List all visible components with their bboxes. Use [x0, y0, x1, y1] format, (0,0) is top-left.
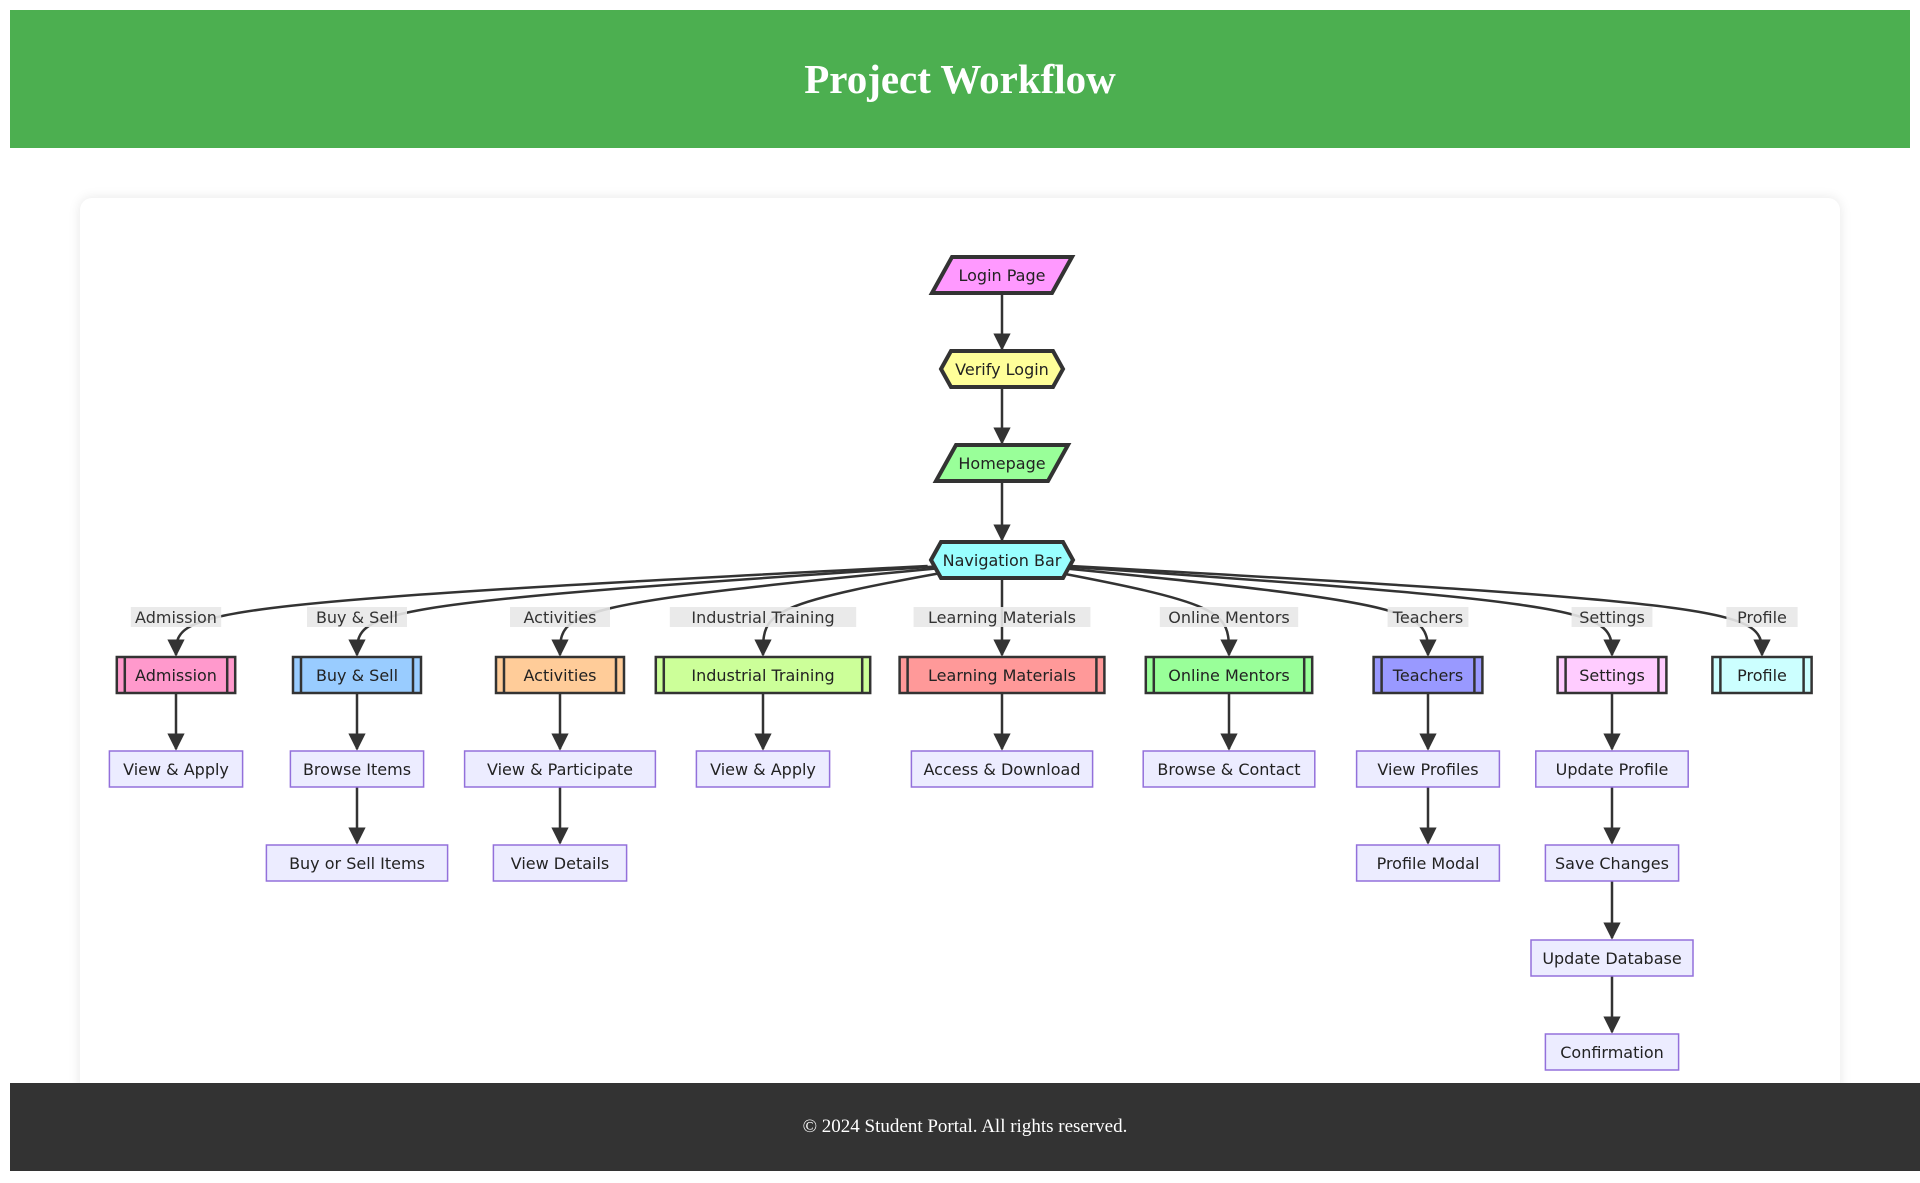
- step-node-buy-or-sell-items-label: Buy or Sell Items: [289, 854, 425, 873]
- edge-label-industrial-training-text: Industrial Training: [691, 608, 834, 627]
- section-node-buy-and-sell: Buy & Sell: [291, 655, 423, 695]
- section-node-online-mentors-label: Online Mentors: [1168, 666, 1289, 685]
- node-login-page: Login Page: [928, 255, 1076, 295]
- edge-nav-to-buy-and-sell: [348, 564, 945, 657]
- section-node-industrial-training: Industrial Training: [654, 655, 872, 695]
- edge-label-settings-text: Settings: [1579, 608, 1645, 627]
- edge-nav-to-activities: [551, 564, 963, 657]
- node-login-page-shape: [928, 255, 1076, 295]
- edge-label-admission-text: Admission: [135, 608, 217, 627]
- step-node-confirmation: Confirmation: [1544, 1033, 1680, 1071]
- edge-label-buy-and-sell: Buy & Sell: [307, 607, 407, 627]
- footer-text: © 2024 Student Portal. All rights reserv…: [802, 1116, 1128, 1137]
- edge-label-online-mentors: Online Mentors: [1159, 607, 1299, 627]
- step-node-browse-and-contact: Browse & Contact: [1142, 750, 1316, 788]
- edge-label-teachers-text: Teachers: [1392, 608, 1463, 627]
- step-node-confirmation-label: Confirmation: [1560, 1043, 1664, 1062]
- step-node-browse-and-contact-label: Browse & Contact: [1157, 760, 1300, 779]
- node-login-page-label: Login Page: [959, 266, 1046, 285]
- step-node-access-and-download: Access & Download: [910, 750, 1094, 788]
- edge-label-admission: Admission: [130, 607, 222, 627]
- edge-label-buy-and-sell-text: Buy & Sell: [316, 608, 398, 627]
- edge-label-profile: Profile: [1726, 607, 1798, 627]
- edge-nav-to-teachers: [1040, 564, 1437, 657]
- page-footer: © 2024 Student Portal. All rights reserv…: [10, 1083, 1920, 1171]
- section-node-teachers: Teachers: [1372, 655, 1484, 695]
- section-node-learning-materials-label: Learning Materials: [928, 666, 1076, 685]
- node-verify-login-label: Verify Login: [955, 360, 1049, 379]
- edge-nav-to-settings: [1056, 564, 1621, 657]
- step-node-view-details: View Details: [492, 844, 628, 882]
- step-node-access-and-download-label: Access & Download: [924, 760, 1081, 779]
- section-node-profile-label: Profile: [1737, 666, 1787, 685]
- node-navigation-bar-shape: [928, 540, 1076, 580]
- section-node-settings: Settings: [1556, 655, 1668, 695]
- step-node-view-profiles-label: View Profiles: [1377, 760, 1478, 779]
- step-node-update-database-label: Update Database: [1542, 949, 1681, 968]
- section-node-industrial-training-label: Industrial Training: [691, 666, 834, 685]
- section-node-teachers-label: Teachers: [1392, 666, 1463, 685]
- section-node-learning-materials: Learning Materials: [898, 655, 1106, 695]
- step-node-view-and-apply-label: View & Apply: [710, 760, 816, 779]
- edge-label-activities-text: Activities: [524, 608, 597, 627]
- step-node-update-database: Update Database: [1530, 939, 1694, 977]
- step-node-buy-or-sell-items: Buy or Sell Items: [265, 844, 449, 882]
- edge-label-online-mentors-text: Online Mentors: [1168, 608, 1289, 627]
- page-header: Project Workflow: [10, 10, 1910, 148]
- edge-label-learning-materials: Learning Materials: [913, 607, 1091, 627]
- node-verify-login: Verify Login: [938, 349, 1066, 389]
- section-node-profile: Profile: [1711, 655, 1813, 695]
- step-node-save-changes: Save Changes: [1544, 844, 1680, 882]
- section-node-settings-label: Settings: [1579, 666, 1645, 685]
- edge-label-settings: Settings: [1571, 607, 1653, 627]
- section-node-buy-and-sell-label: Buy & Sell: [316, 666, 398, 685]
- node-navigation-bar-label: Navigation Bar: [943, 551, 1062, 570]
- step-node-view-and-apply: View & Apply: [695, 750, 831, 788]
- section-node-admission-label: Admission: [135, 666, 217, 685]
- section-node-online-mentors: Online Mentors: [1144, 655, 1314, 695]
- section-node-admission: Admission: [115, 655, 237, 695]
- edge-nav-to-profile: [1070, 564, 1771, 657]
- edge-label-teachers: Teachers: [1387, 607, 1469, 627]
- step-node-view-profiles: View Profiles: [1355, 750, 1501, 788]
- step-node-view-and-participate: View & Participate: [463, 750, 657, 788]
- edge-nav-to-admission: [167, 564, 928, 657]
- step-node-save-changes-label: Save Changes: [1555, 854, 1669, 873]
- step-node-profile-modal: Profile Modal: [1355, 844, 1501, 882]
- section-node-activities: Activities: [494, 655, 626, 695]
- step-node-profile-modal-label: Profile Modal: [1377, 854, 1480, 873]
- edge-label-learning-materials-text: Learning Materials: [928, 608, 1076, 627]
- page-title: Project Workflow: [804, 56, 1116, 102]
- node-navigation-bar: Navigation Bar: [928, 540, 1076, 580]
- step-node-browse-items: Browse Items: [289, 750, 425, 788]
- step-node-view-and-apply-label: View & Apply: [123, 760, 229, 779]
- step-node-browse-items-label: Browse Items: [303, 760, 411, 779]
- step-node-update-profile-label: Update Profile: [1556, 760, 1669, 779]
- node-homepage: Homepage: [932, 443, 1072, 483]
- step-node-view-and-participate-label: View & Participate: [487, 760, 633, 779]
- step-node-view-details-label: View Details: [511, 854, 610, 873]
- node-homepage-shape: [932, 443, 1072, 483]
- edge-label-profile-text: Profile: [1737, 608, 1787, 627]
- section-node-activities-label: Activities: [524, 666, 597, 685]
- edge-label-industrial-training: Industrial Training: [669, 607, 857, 627]
- step-node-update-profile: Update Profile: [1535, 750, 1689, 788]
- node-homepage-label: Homepage: [958, 454, 1045, 473]
- node-verify-login-shape: [938, 349, 1066, 389]
- step-node-view-and-apply: View & Apply: [108, 750, 244, 788]
- edge-label-activities: Activities: [510, 607, 610, 627]
